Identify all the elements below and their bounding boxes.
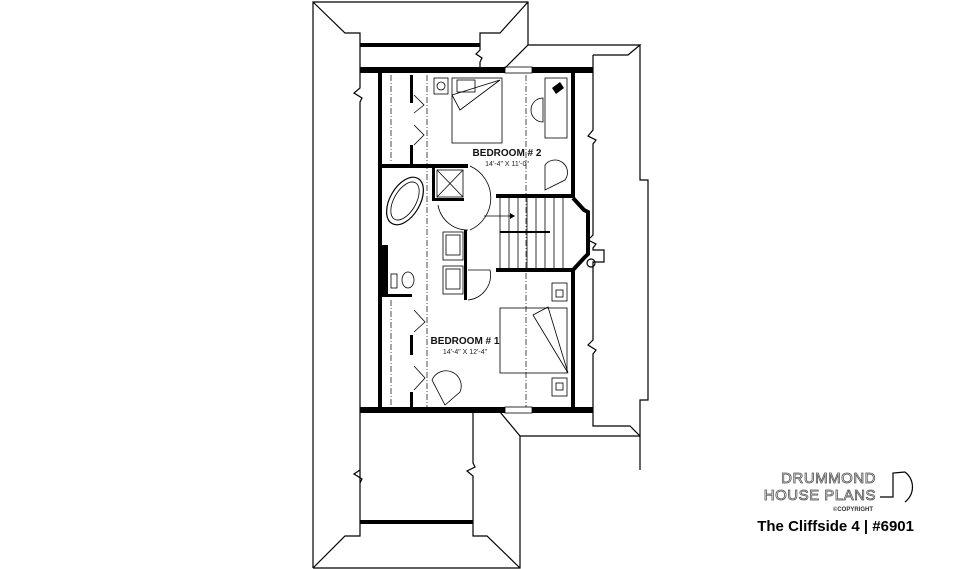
- room-label-bedroom-2: BEDROOM # 2: [473, 148, 542, 159]
- bed: [499, 307, 568, 374]
- roof-bottom: [312, 410, 521, 569]
- roof-right: [499, 44, 649, 470]
- bedroom-1-furniture: [431, 282, 569, 406]
- svg-text:DRUMMOND: DRUMMOND: [781, 470, 876, 487]
- svg-text:HOUSE PLANS: HOUSE PLANS: [764, 487, 876, 504]
- roof-top-left: [312, 1, 529, 568]
- window-bottom: [504, 406, 533, 414]
- bed: [451, 77, 503, 144]
- drummond-logo: DRUMMOND HOUSE PLANS ©COPYRIGHT: [763, 470, 914, 513]
- room-dimensions-bedroom-1: 14'-4" X 12'-4": [443, 349, 488, 356]
- closets: [390, 75, 527, 407]
- plan-title: The Cliffside 4 | #6901: [757, 518, 914, 535]
- desk: [544, 77, 568, 139]
- room-label-bedroom-1: BEDROOM # 1: [431, 336, 500, 347]
- bedroom-2-furniture: [433, 77, 568, 191]
- svg-text:©COPYRIGHT: ©COPYRIGHT: [833, 506, 873, 513]
- door-swing: [469, 165, 492, 231]
- room-dimensions-bedroom-2: 14'-4" X 11'-0": [485, 161, 529, 168]
- chimney-flue: [586, 258, 596, 268]
- window-top: [504, 66, 533, 74]
- exterior-walls: [360, 66, 593, 414]
- stairs: [484, 194, 596, 272]
- bathroom: [380, 164, 492, 301]
